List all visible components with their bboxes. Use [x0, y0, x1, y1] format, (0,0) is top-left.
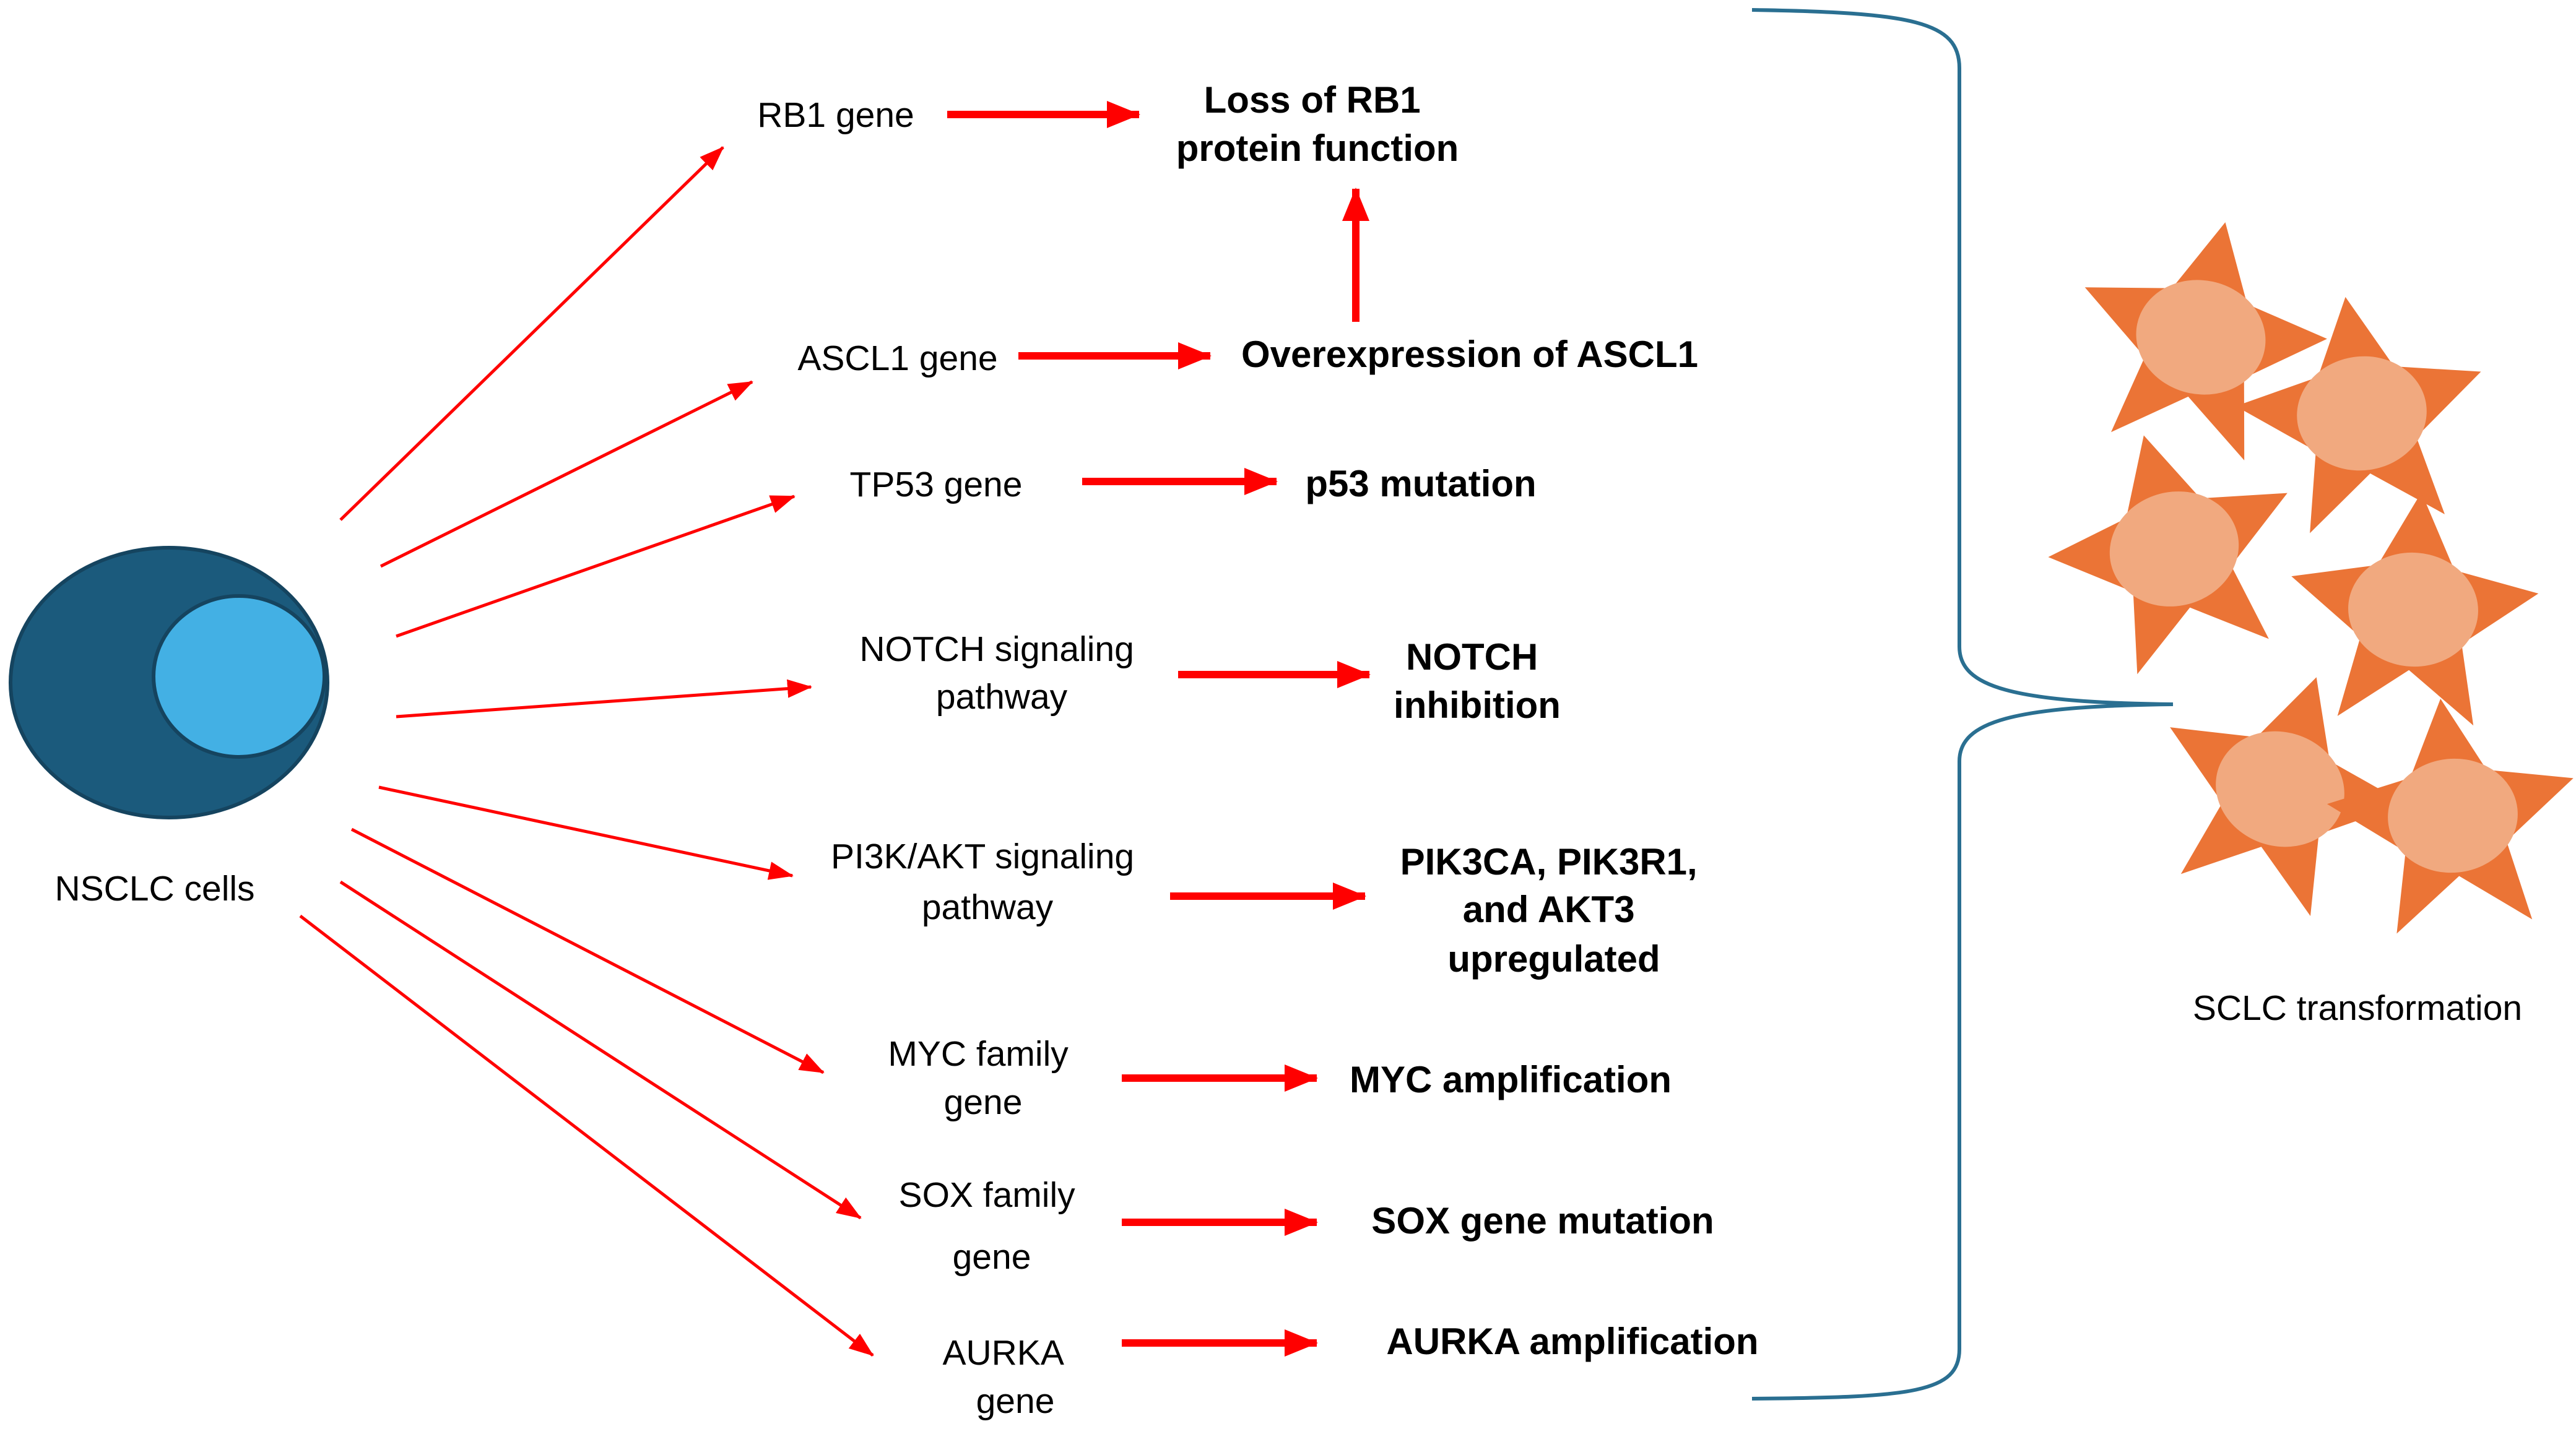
source-label: NSCLC cells	[54, 869, 254, 909]
arrow-to-aurka	[299, 915, 874, 1357]
gene-label-rb1: RB1 gene	[757, 95, 914, 135]
gene-label-myc: MYC family gene	[888, 1034, 1078, 1122]
effect-label-pi3k: PIK3CA, PIK3R1, and AKT3 upregulated	[1400, 841, 1708, 980]
gene-label-notch: NOTCH signaling pathway	[859, 629, 1143, 717]
sclc-cell	[2236, 296, 2481, 533]
sclc-cell	[2327, 699, 2574, 934]
arrow-to-notch	[396, 679, 812, 719]
gene-label-tp53: TP53 gene	[850, 465, 1023, 504]
arrow-to-tp53	[396, 494, 796, 638]
arrow-to-rb1	[339, 146, 724, 521]
effect-label-aurka: AURKA amplification	[1386, 1321, 1758, 1362]
arrow-to-ascl1	[379, 380, 753, 568]
nsclc-cell-icon	[9, 546, 329, 819]
gene-labels: RB1 gene ASCL1 gene TP53 gene NOTCH sign…	[757, 95, 1144, 1421]
effect-label-rb1: Loss of RB1 protein function	[1176, 79, 1459, 169]
effect-labels: Loss of RB1 protein function Overexpress…	[1176, 79, 1759, 1362]
gene-label-pi3k: PI3K/AKT signaling pathway	[831, 837, 1144, 927]
gene-label-sox: SOX family gene	[899, 1175, 1085, 1277]
cell-nucleus	[152, 594, 326, 759]
gene-label-aurka: AURKA gene	[942, 1333, 1072, 1421]
effect-label-ascl1: Overexpression of ASCL1	[1241, 334, 1698, 375]
target-label: SCLC transformation	[2193, 988, 2522, 1028]
arrow-to-sox	[339, 880, 862, 1220]
arrow-to-pi3k	[378, 785, 794, 880]
source-arrows	[299, 146, 874, 1357]
effect-label-myc: MYC amplification	[1350, 1059, 1672, 1100]
effect-label-sox: SOX gene mutation	[1371, 1200, 1714, 1241]
sclc-cell	[2084, 222, 2327, 460]
effect-label-tp53: p53 mutation	[1305, 463, 1536, 504]
arrow-to-myc	[350, 827, 825, 1074]
effect-label-notch: NOTCH inhibition	[1394, 636, 1561, 726]
sclc-cell	[2291, 492, 2539, 726]
sclc-cell	[2048, 435, 2288, 675]
grouping-brace	[1751, 8, 2174, 1401]
sclc-cells-icon	[2048, 222, 2574, 934]
effect-arrows	[947, 101, 1371, 1357]
sclc-cell	[2170, 677, 2406, 917]
gene-label-ascl1: ASCL1 gene	[797, 339, 997, 378]
